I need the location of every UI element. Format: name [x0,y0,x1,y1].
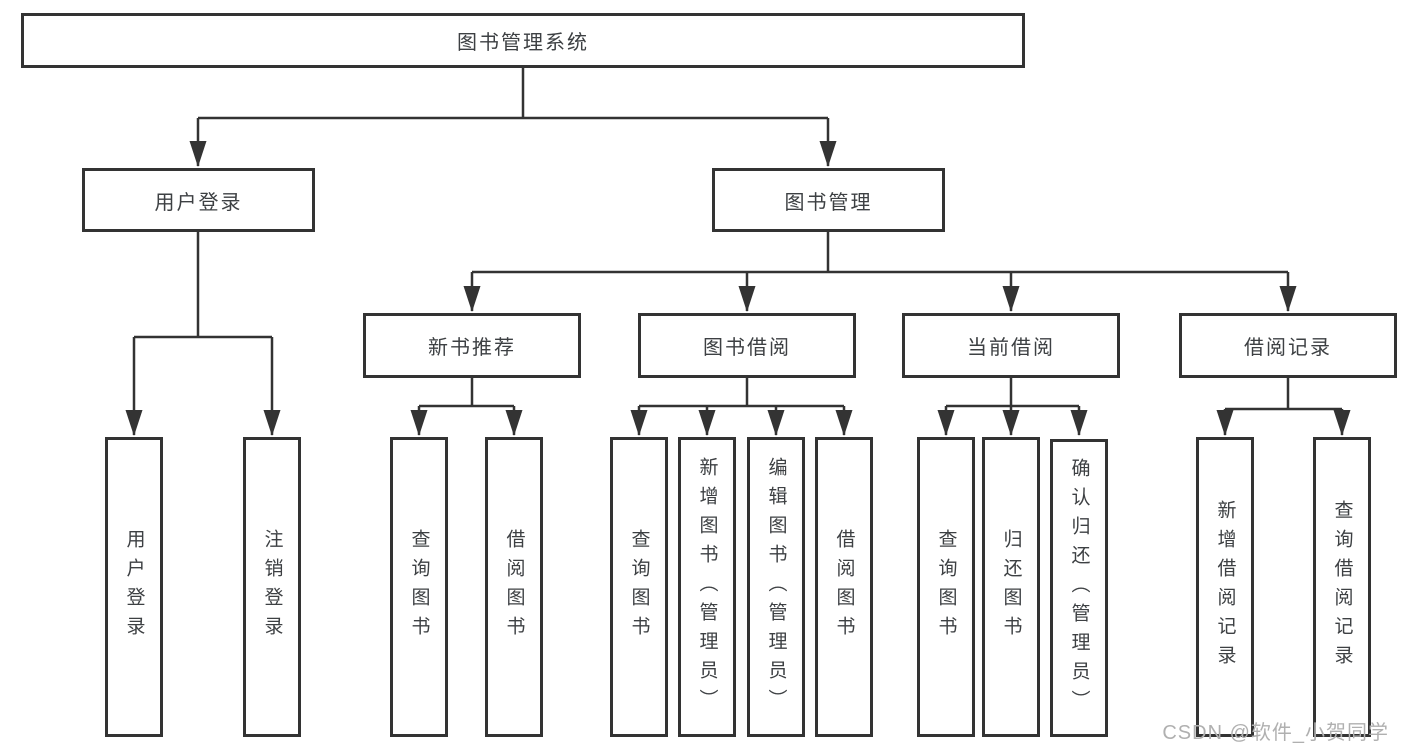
node-borrow-records: 借阅记录 [1179,313,1397,378]
node-book-management: 图书管理 [712,168,945,232]
leaf-label: 借阅图书 [503,529,525,645]
leaf-user-login: 用户登录 [105,437,163,737]
node-new-book-recommend-label: 新书推荐 [428,337,516,359]
watermark: CSDN @软件_小贺同学 [1162,722,1389,744]
leaf-borrow-books-recommend: 借阅图书 [485,437,543,737]
leaf-query-borrow-record: 查询借阅记录 [1313,437,1371,737]
leaf-query-books-borrowing: 查询图书 [610,437,668,737]
leaf-add-borrow-record: 新增借阅记录 [1196,437,1254,737]
leaf-label: 查询图书 [628,529,650,645]
leaf-label: 借阅图书 [833,529,855,645]
leaf-label: 查询图书 [935,529,957,645]
leaf-logout-label: 注销登录 [261,529,283,645]
node-root-label: 图书管理系统 [457,32,589,54]
leaf-label: 归还图书 [1000,529,1022,645]
leaf-label: 确认归还（管理员） [1068,457,1090,719]
leaf-borrow-books: 借阅图书 [815,437,873,737]
node-book-management-label: 图书管理 [784,191,873,214]
leaf-label: 编辑图书（管理员） [765,456,787,718]
leaf-query-books-recommend: 查询图书 [390,437,448,737]
node-new-book-recommend: 新书推荐 [363,313,581,378]
node-user-login-label: 用户登录 [154,191,243,214]
node-root: 图书管理系统 [21,13,1025,68]
node-borrow-records-label: 借阅记录 [1244,337,1332,359]
leaf-label: 查询借阅记录 [1331,500,1353,674]
leaf-edit-books-admin: 编辑图书（管理员） [747,437,805,737]
leaf-confirm-return-admin: 确认归还（管理员） [1050,439,1108,737]
leaf-user-login-label: 用户登录 [123,529,145,645]
leaf-label: 新增借阅记录 [1214,500,1236,674]
connector-group [125,68,1351,436]
leaf-label: 查询图书 [408,529,430,645]
node-book-borrowing: 图书借阅 [638,313,856,378]
leaf-add-books-admin: 新增图书（管理员） [678,437,736,737]
leaf-logout: 注销登录 [243,437,301,737]
leaf-label: 新增图书（管理员） [696,456,718,718]
node-current-borrowing: 当前借阅 [902,313,1120,378]
node-current-borrowing-label: 当前借阅 [967,337,1055,359]
node-user-login: 用户登录 [82,168,315,232]
leaf-return-books: 归还图书 [982,437,1040,737]
leaf-query-books-current: 查询图书 [917,437,975,737]
node-book-borrowing-label: 图书借阅 [703,337,791,359]
